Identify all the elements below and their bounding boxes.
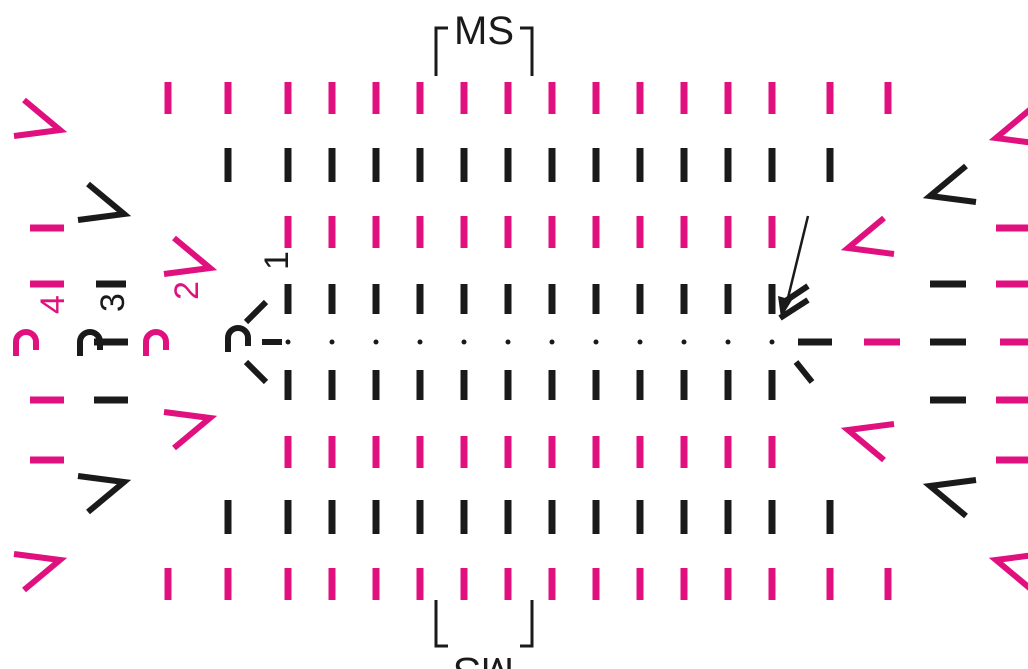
vee-right-row3-top <box>922 163 977 205</box>
row-label-1: 1 <box>258 251 296 270</box>
chain-dot <box>417 339 423 345</box>
row-labels: 1 2 3 4 <box>34 251 296 314</box>
vee-right-row4-top <box>988 107 1028 146</box>
vee-right-row2-top <box>840 215 895 257</box>
vee-right-row2-bottom <box>840 421 895 463</box>
direction-arrow <box>778 215 810 318</box>
fan-left-2 <box>243 359 269 385</box>
fan-right-2 <box>778 297 810 321</box>
start-loops <box>13 325 251 356</box>
row-label-2: 2 <box>168 281 206 300</box>
start-loop-1 <box>225 325 251 352</box>
vee-left-row3-bottom <box>77 473 132 515</box>
chain-dot <box>505 339 511 345</box>
chain-dot <box>681 339 687 345</box>
bottom-marker: MS <box>434 600 534 669</box>
row-label-3: 3 <box>94 293 132 312</box>
top-marker: MS <box>434 9 534 76</box>
chain-dot <box>725 339 731 345</box>
chain-dot <box>373 339 379 345</box>
chain-dot <box>461 339 467 345</box>
vee-left-row2-bottom <box>163 409 218 451</box>
start-loop-4 <box>13 329 39 356</box>
vee-left-row2-top <box>163 235 218 277</box>
stitch-marks <box>13 82 1028 600</box>
row-label-4: 4 <box>34 295 72 314</box>
chain-dot <box>593 339 599 345</box>
bottom-marker-label: MS <box>454 649 514 669</box>
fan-left-1 <box>243 299 269 325</box>
fan-right-3 <box>793 360 815 384</box>
start-loop-2 <box>143 329 169 356</box>
vee-right-row4-bottom <box>988 552 1028 591</box>
vee-left-row4-bottom <box>13 551 68 593</box>
chain-dot <box>329 339 335 345</box>
chain-dot <box>549 339 555 345</box>
chain-dot <box>637 339 643 345</box>
vee-left-row3-top <box>77 181 132 223</box>
chain-dot <box>285 339 291 345</box>
vee-right-row3-bottom <box>922 477 977 519</box>
top-marker-label: MS <box>454 9 514 53</box>
start-loop-3 <box>77 329 103 356</box>
vee-left-row4-top <box>13 97 68 139</box>
chain-dot <box>769 339 775 345</box>
